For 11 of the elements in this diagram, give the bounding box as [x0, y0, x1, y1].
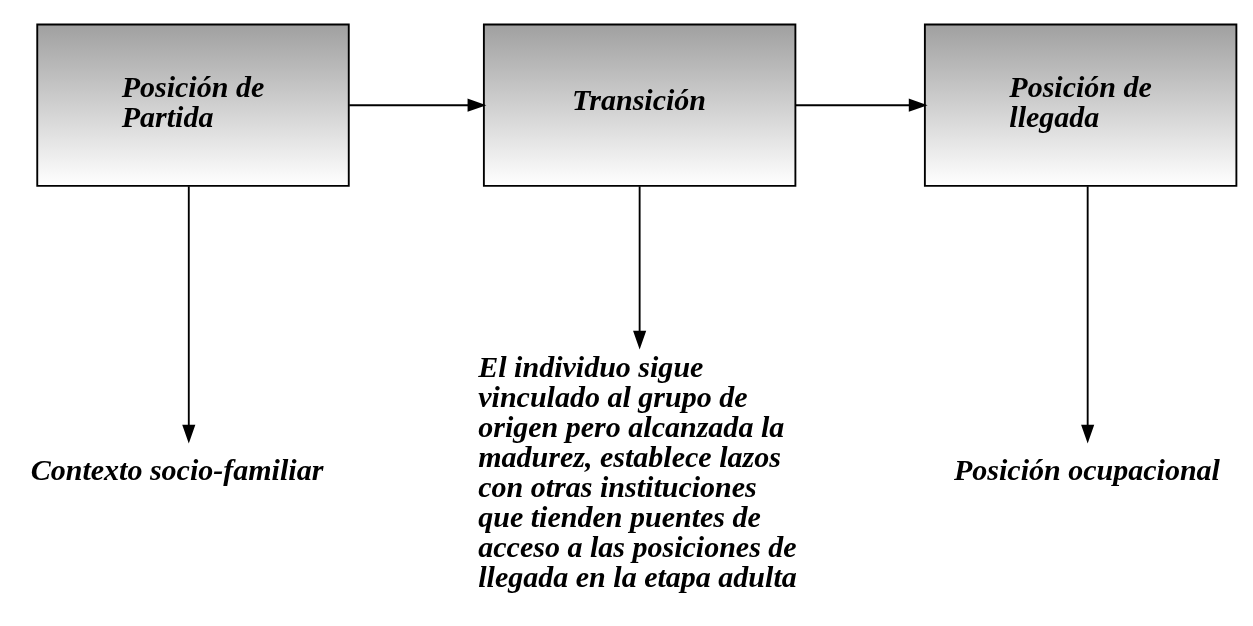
node-text: El individuo sigue vinculado al grupo de origen pero alcanzada la madurez, establece lazos con otras instituciones que tienden puentes de acceso a las posiciones de llegada en la etapa adulta — [478, 349, 797, 593]
arrow — [633, 184, 647, 350]
node-text: Posición ocupacional — [953, 452, 1220, 486]
node-box: Transición — [482, 23, 797, 187]
node-box: Posición de llegada — [923, 23, 1238, 187]
arrow — [182, 184, 196, 443]
arrow — [1081, 184, 1095, 443]
arrow — [348, 98, 487, 112]
node-box: Posición de Partida — [36, 23, 350, 187]
arrow — [794, 98, 928, 112]
node-text: Contexto socio-familiar — [30, 452, 324, 486]
